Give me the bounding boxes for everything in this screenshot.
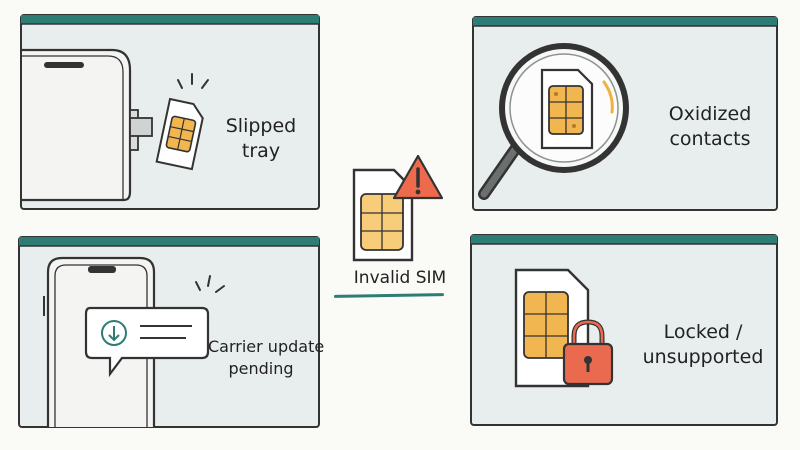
invalid-sim-underline [333, 293, 445, 298]
panel-locked-unsupported: Locked / unsupported [470, 234, 778, 430]
label-line: Locked / [663, 321, 743, 343]
label-line: Slipped [225, 115, 297, 137]
warning-triangle-icon [392, 154, 444, 200]
smartphone-icon [22, 48, 139, 202]
label-slipped-tray: Slipped tray [216, 114, 306, 164]
label-line: tray [241, 140, 281, 162]
sim-card-icon [540, 68, 594, 150]
label-line: unsupported [642, 346, 764, 368]
label-line: contacts [669, 128, 751, 150]
padlock-icon [562, 319, 614, 386]
label-line: pending [228, 359, 294, 378]
label-line: Oxidized [668, 103, 752, 125]
panel-slipped-tray: Slipped tray [20, 14, 320, 210]
download-icon [101, 320, 127, 346]
label-carrier-update: Carrier update pending [208, 336, 325, 380]
label-oxidized-contacts: Oxidized contacts [652, 102, 768, 152]
panel-oxidized-contacts: Oxidized contacts [472, 16, 778, 212]
label-line: Carrier update [208, 337, 325, 356]
sim-card-icon [155, 97, 204, 171]
invalid-sim-label: Invalid SIM [353, 268, 447, 288]
invalid-sim-graphic [352, 154, 444, 262]
panel-carrier-update: Carrier update pending [18, 236, 325, 432]
label-locked-unsupported: Locked / unsupported [640, 320, 766, 370]
sim-card-icon [514, 268, 590, 388]
